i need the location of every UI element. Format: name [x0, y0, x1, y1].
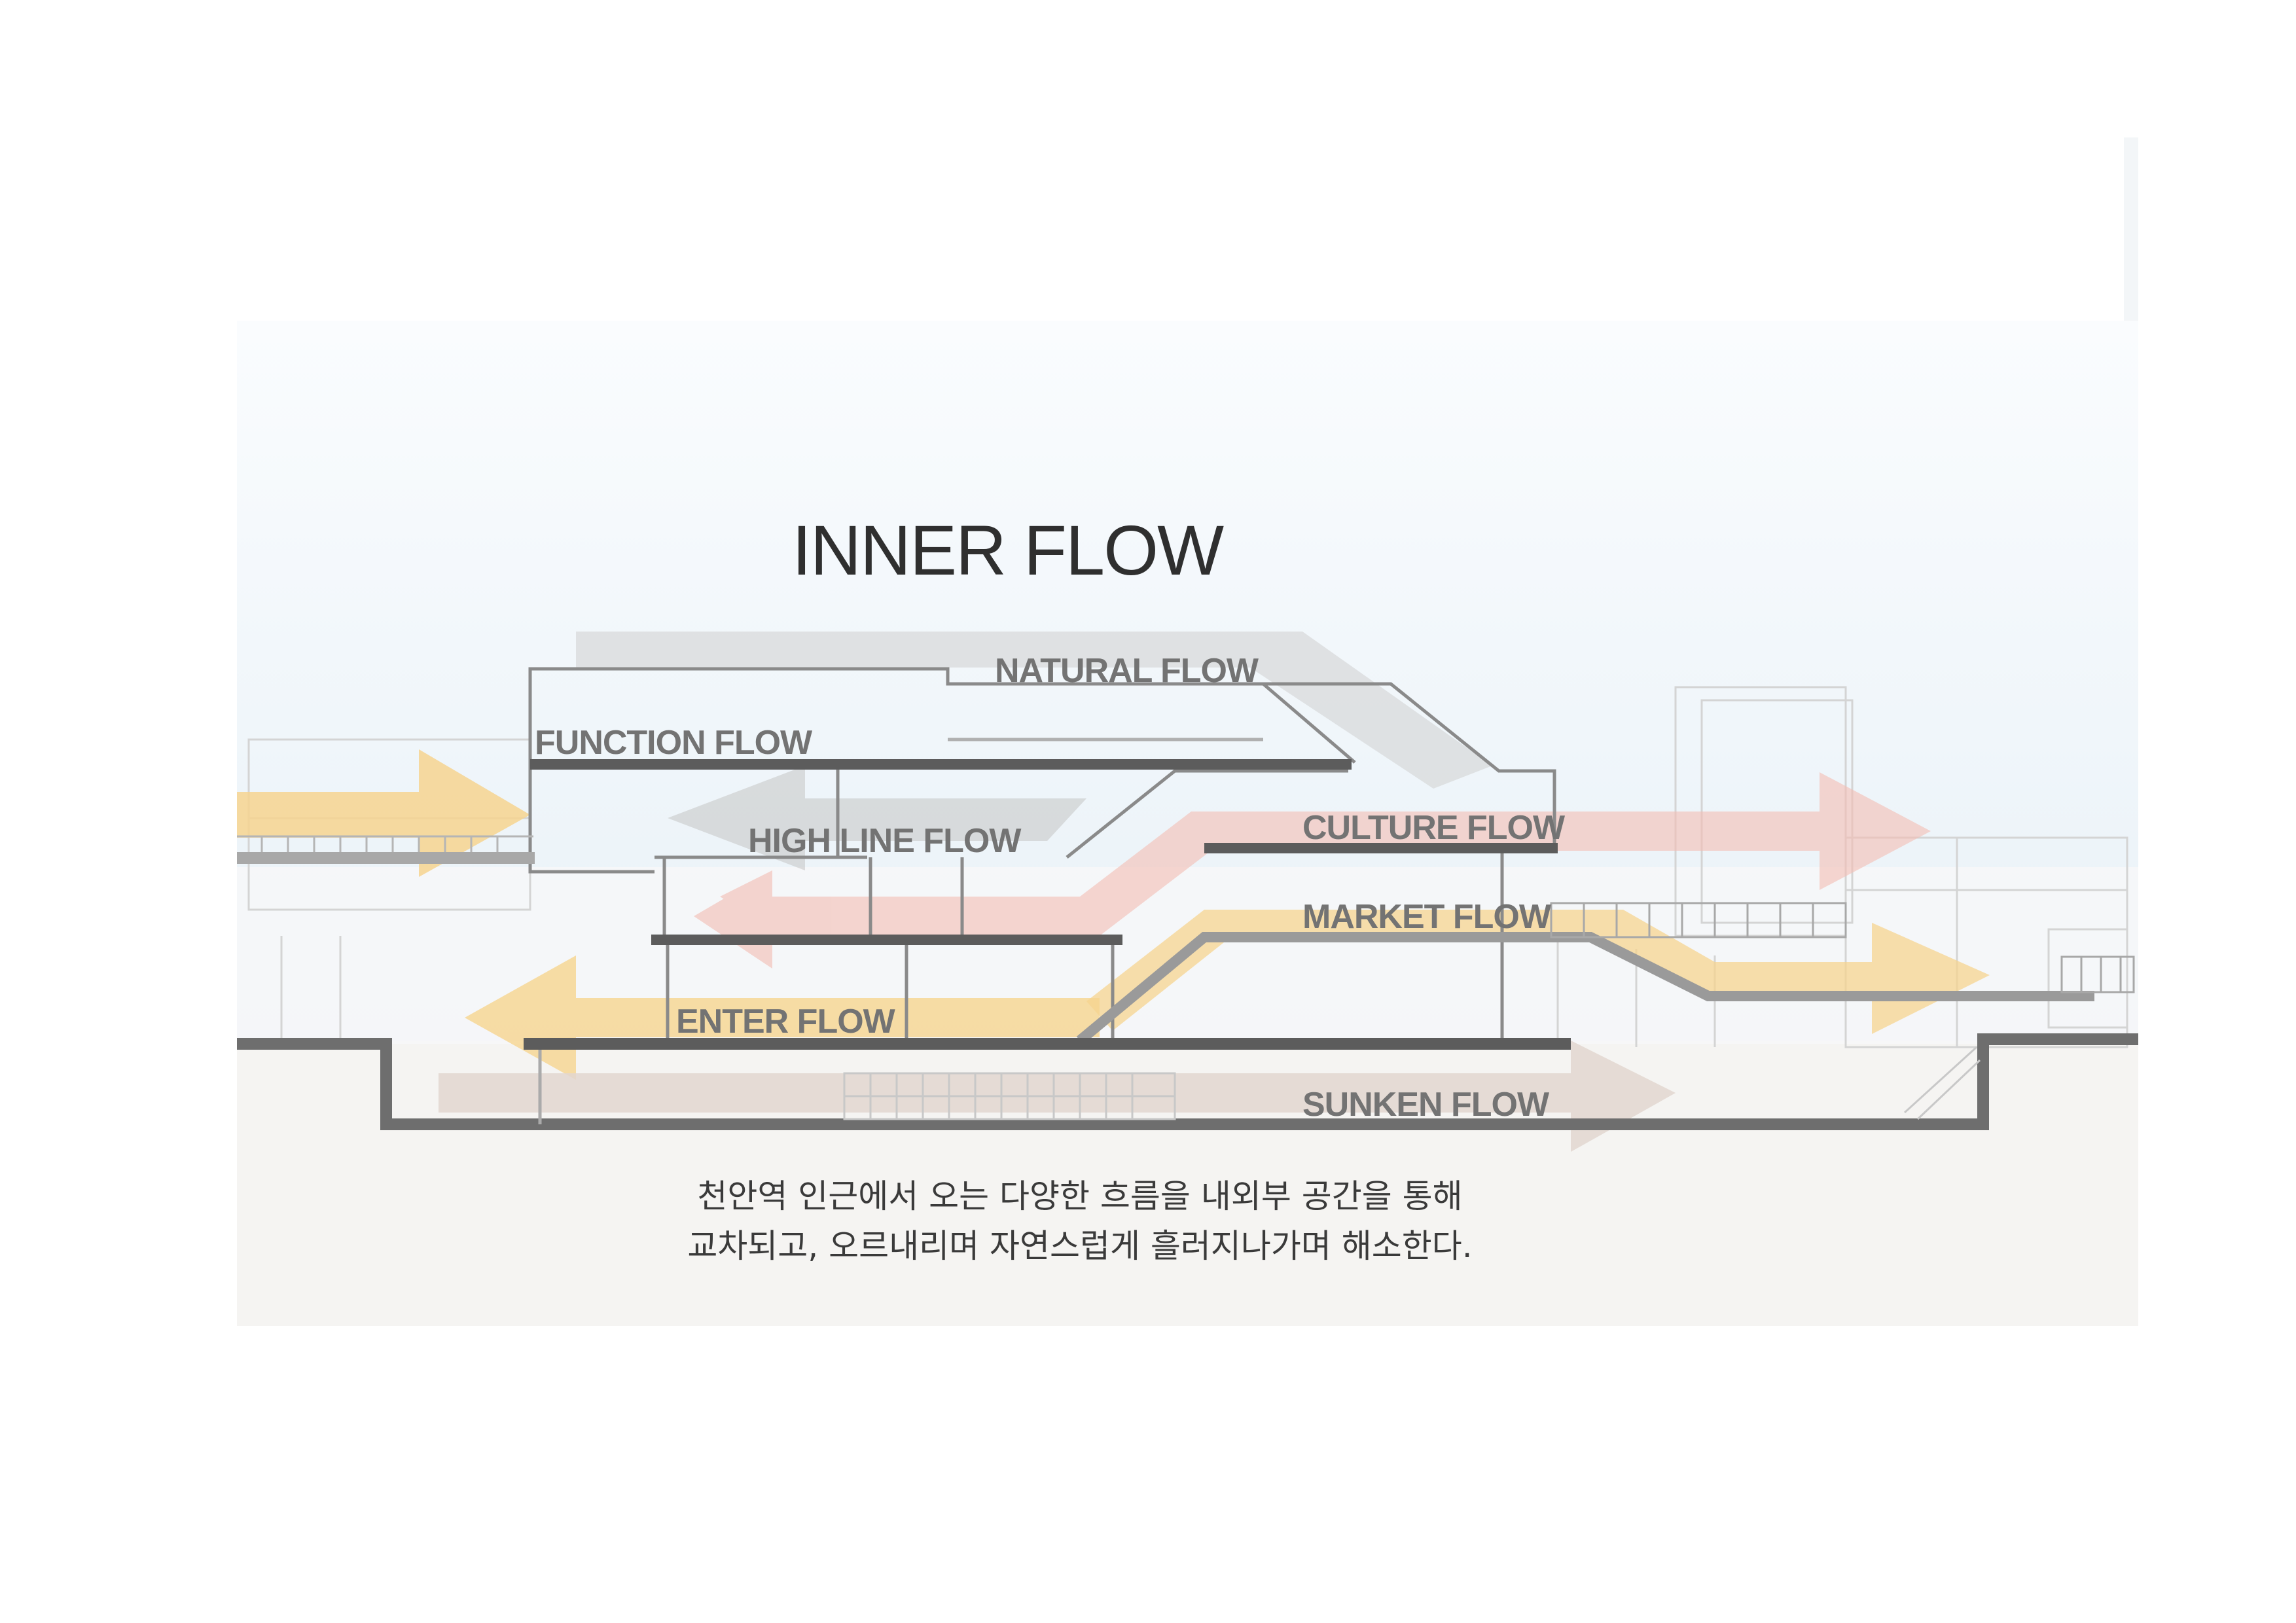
enter-flow-label: ENTER FLOW — [676, 1003, 896, 1041]
building-outline — [528, 667, 1556, 1124]
right-railing — [1550, 902, 2135, 993]
left-bridge — [237, 835, 535, 864]
culture-flow-label: CULTURE FLOW — [1302, 809, 1566, 847]
ground-section — [237, 1033, 2138, 1130]
page-title: INNER FLOW — [792, 510, 1224, 590]
highline-flow-label: HIGH LINE FLOW — [748, 822, 1022, 860]
sunken-grid — [843, 1046, 1981, 1120]
natural-flow-arrow — [576, 632, 1492, 789]
caption-line-2: 교차되고, 오르내리며 자연스럽게 흘러지나가며 해소한다. — [687, 1227, 1473, 1265]
top-right-fade — [2124, 137, 2138, 321]
function-flow-label: FUNCTION FLOW — [535, 724, 813, 762]
market-flow-label: MARKET FLOW — [1302, 898, 1552, 936]
floor-slabs — [524, 759, 1571, 1050]
function-flow-arrow — [237, 749, 530, 877]
natural-flow-label: NATURAL FLOW — [995, 652, 1259, 690]
highline-flow-arrow — [668, 766, 1086, 870]
sunken-flow-label: SUNKEN FLOW — [1302, 1086, 1550, 1124]
caption-line-1: 천안역 인근에서 오는 다양한 흐름을 내외부 공간을 통해 — [697, 1177, 1463, 1215]
enter-flow-arrow — [465, 955, 1100, 1080]
diagram-caption: 천안역 인근에서 오는 다양한 흐름을 내외부 공간을 통해 교차되고, 오르내… — [655, 1171, 1505, 1271]
